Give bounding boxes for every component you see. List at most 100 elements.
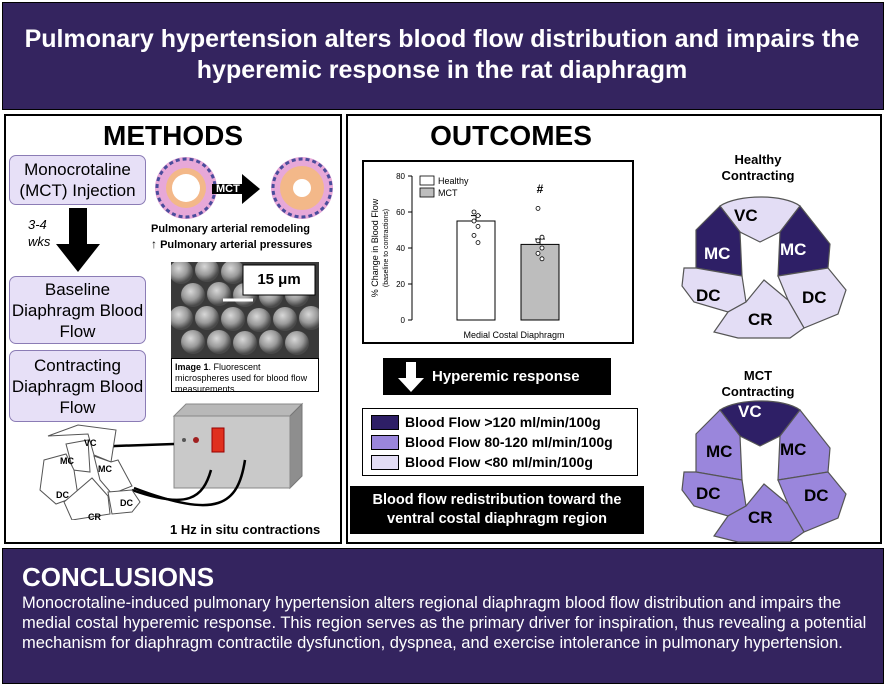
y-tick-label: 40 — [396, 244, 405, 253]
up-arrow-icon: ↑ — [151, 237, 157, 251]
sketch-dc-left-label: DC — [56, 490, 69, 500]
sketch-dc-right-label: DC — [120, 498, 133, 508]
hyperemic-response-box — [383, 358, 611, 395]
healthy-title-line1: Healthy — [734, 152, 782, 167]
contracting-box: Contracting Diaphragm Blood Flow — [9, 350, 146, 422]
sketch-vc-label: VC — [84, 438, 97, 448]
title-banner — [2, 2, 884, 110]
legend-swatch — [371, 434, 399, 450]
legend-label-healthy: Healthy — [438, 176, 469, 186]
bar-healthy — [456, 220, 496, 321]
sketch-mc-right-label: MC — [98, 464, 112, 474]
mct-title-line2: Contracting — [721, 384, 795, 399]
legend-swatch — [371, 454, 399, 470]
stimulator-setup-illustration: VC MC MC DC DC CR — [39, 402, 304, 520]
stimulator-icon — [172, 402, 304, 490]
y-tick-label: 20 — [396, 280, 405, 289]
mct-cr-text: CR — [748, 508, 773, 527]
mct-mc-left-region — [695, 409, 743, 481]
data-point — [535, 251, 541, 256]
data-point — [535, 206, 541, 211]
chart-frame — [362, 160, 634, 344]
mct-diaphragm-map — [681, 400, 847, 543]
blood-flow-chart: 0 20 40 60 80 % Change in Blood Flow(baseline… — [370, 172, 565, 340]
healthy-mc-left-region — [695, 205, 743, 277]
healthy-cr-text: CR — [748, 310, 773, 329]
data-point — [471, 209, 477, 215]
remodeling-text: Pulmonary arterial remodeling — [151, 223, 310, 235]
x-axis-label: Medial Costal Diaphragm — [463, 330, 564, 340]
scale-bar-label: 15 μm — [257, 271, 301, 288]
legend-swatch-healthy — [419, 175, 435, 186]
pressures-line: ↑ Pulmonary arterial pressures — [151, 237, 312, 251]
conclusions-text: Monocrotaline-induced pulmonary hyperten… — [22, 594, 867, 652]
healthy-diaphragm-map — [681, 196, 847, 339]
mct-injection-box: Monocrotaline (MCT) Injection — [9, 155, 146, 205]
down-arrow-icon — [56, 208, 100, 272]
y-tick-label: 0 — [401, 316, 406, 325]
conclusions-banner — [2, 548, 884, 684]
image-caption: Image 1. Fluorescent microspheres used f… — [171, 358, 319, 394]
healthy-title-line2: Contracting — [721, 168, 795, 183]
healthy-mc-right-region — [777, 205, 831, 277]
data-point — [475, 240, 481, 245]
mct-cr-region — [713, 483, 805, 543]
healthy-artery-icon — [155, 157, 217, 219]
outcomes-heading: OUTCOMES — [430, 120, 592, 151]
mct-map-title: MCT Contracting — [680, 368, 836, 400]
data-point — [475, 213, 481, 218]
mct-dc-right-text: DC — [804, 486, 829, 505]
sketch-cr-label: CR — [88, 512, 101, 520]
image-caption-title: Image 1 — [175, 362, 209, 372]
data-point — [539, 234, 545, 240]
legend-label: Blood Flow <80 ml/min/100g — [405, 454, 593, 470]
data-point — [475, 224, 481, 229]
arrow-right-icon — [212, 174, 260, 204]
legend-item-low: Blood Flow <80 ml/min/100g — [371, 453, 593, 471]
legend-item-high: Blood Flow >120 ml/min/100g — [371, 413, 601, 431]
healthy-mc-left-text: MC — [704, 244, 731, 263]
legend-item-mid: Blood Flow 80-120 ml/min/100g — [371, 433, 613, 451]
healthy-dc-left-text: DC — [696, 286, 721, 305]
methods-heading: METHODS — [103, 120, 243, 151]
legend-swatch-mct — [419, 187, 435, 198]
legend-label-mct: MCT — [438, 188, 458, 198]
diaphragm-sketch — [39, 424, 141, 520]
healthy-dc-right-text: DC — [802, 288, 827, 307]
healthy-vc-text: VC — [734, 206, 758, 225]
healthy-cr-region — [713, 279, 805, 339]
bar-mct — [520, 243, 560, 321]
data-point — [535, 238, 541, 244]
redistribution-box: Blood flow redistribution toward the ven… — [350, 486, 644, 534]
weeks-label: 3-4 wks — [28, 217, 51, 249]
data-point — [539, 245, 545, 251]
y-axis-label: % Change in Blood Flow — [370, 198, 380, 297]
pressures-text: Pulmonary arterial pressures — [160, 239, 313, 251]
legend-label: Blood Flow 80-120 ml/min/100g — [405, 434, 613, 450]
microspheres-image — [171, 262, 319, 358]
mct-dc-left-text: DC — [696, 484, 721, 503]
baseline-box: Baseline Diaphragm Blood Flow — [9, 276, 146, 344]
data-point — [471, 218, 477, 224]
y-tick-label: 60 — [396, 208, 405, 217]
page-title: Pulmonary hypertension alters blood flow… — [24, 25, 860, 84]
conclusions-heading: CONCLUSIONS — [22, 562, 215, 592]
mct-arrow-label: MCT — [216, 183, 240, 195]
mct-vc-text: VC — [738, 402, 762, 421]
contractions-label: 1 Hz in situ contractions — [170, 522, 321, 537]
healthy-map-title: Healthy Contracting — [680, 152, 836, 184]
sketch-mc-left-label: MC — [60, 456, 74, 466]
remodeled-artery-icon — [271, 157, 333, 219]
y-axis-sublabel: (baseline to contractions) — [383, 209, 390, 287]
mct-mc-right-region — [777, 409, 831, 481]
data-point — [539, 256, 545, 262]
mct-vc-region — [719, 400, 801, 447]
mct-title-line1: MCT — [743, 368, 773, 383]
legend-label: Blood Flow >120 ml/min/100g — [405, 414, 601, 430]
healthy-vc-region — [719, 196, 801, 243]
image-caption-text: . Fluorescent microspheres used for bloo… — [175, 362, 308, 394]
significance-annotation: # — [537, 182, 544, 196]
y-tick-label: 80 — [396, 172, 405, 181]
data-point — [471, 233, 477, 238]
healthy-mc-right-text: MC — [780, 240, 807, 259]
